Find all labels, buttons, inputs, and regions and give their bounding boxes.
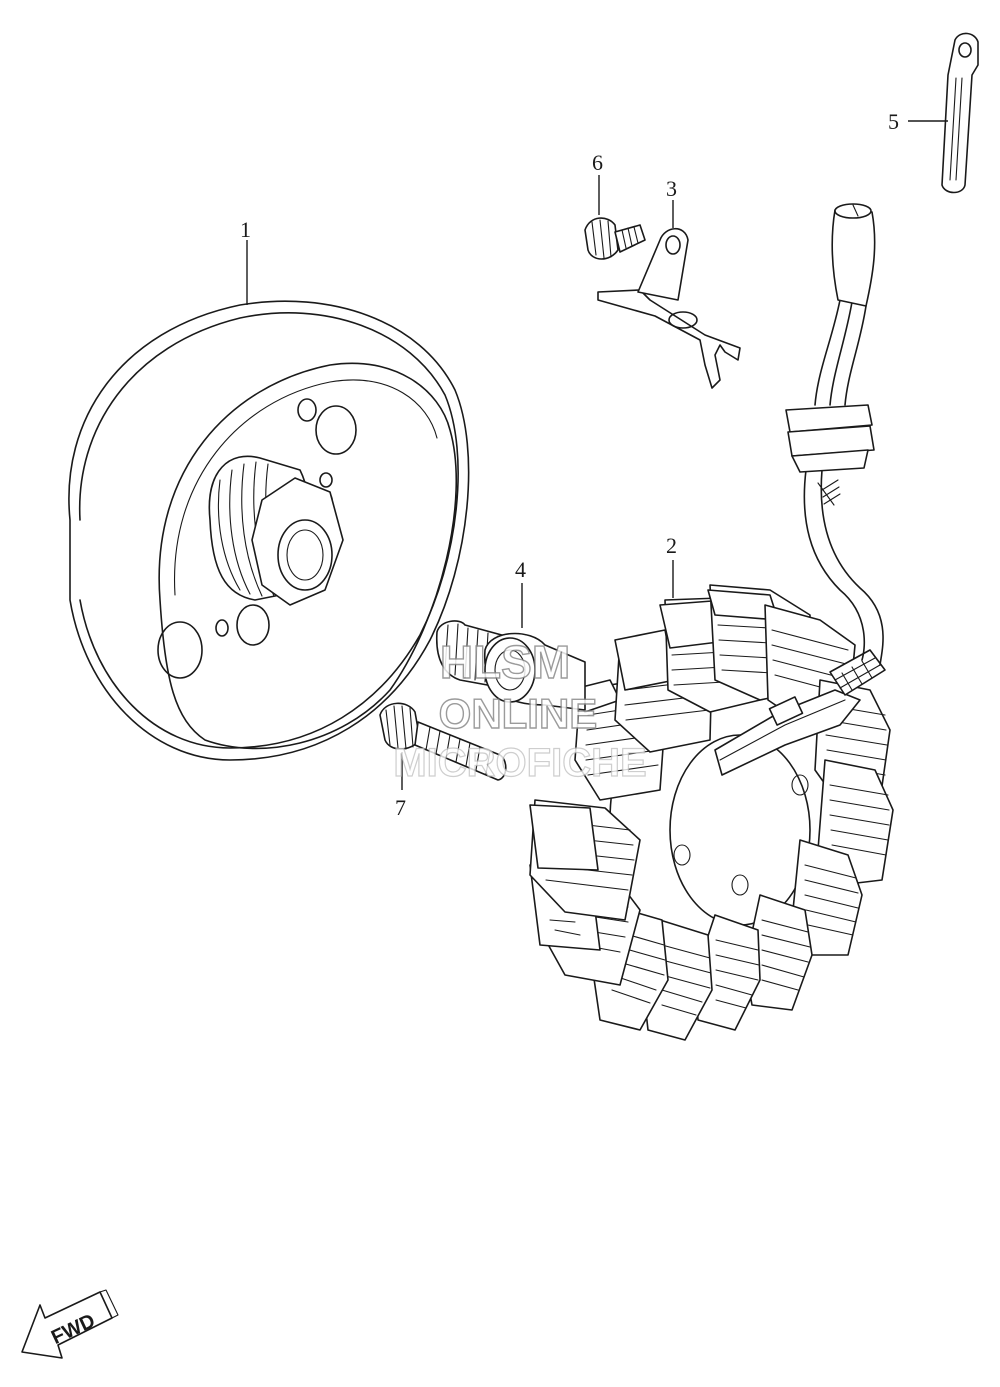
callout-3[interactable]: 3: [666, 176, 677, 201]
callout-1[interactable]: 1: [240, 217, 251, 242]
stator-coil: [791, 839, 863, 956]
part-6-screw[interactable]: [584, 217, 646, 260]
stator-wire-harness: [785, 203, 884, 666]
arrow-down-left-icon: [21, 1291, 113, 1359]
callout-2[interactable]: 2: [666, 533, 677, 558]
part-1-rotor[interactable]: [68, 300, 470, 761]
watermark-line-2: ONLINE: [439, 690, 598, 737]
part-7-bolt[interactable]: [379, 702, 507, 781]
watermark-line-3: MICROFICHE: [393, 741, 646, 785]
part-5-wire-clamp[interactable]: [941, 32, 979, 194]
callout-4[interactable]: 4: [515, 557, 526, 582]
part-2-stator[interactable]: [529, 584, 894, 1041]
watermark-line-1: HLSM: [440, 636, 570, 688]
callout-5[interactable]: 5: [888, 109, 899, 134]
part-3-clamp-bracket[interactable]: [597, 227, 741, 389]
stator-coil: [614, 629, 713, 753]
part-4-bolt[interactable]: [435, 620, 586, 711]
fwd-marker: FWD: [21, 1289, 119, 1359]
callout-6[interactable]: 6: [592, 150, 603, 175]
callout-7[interactable]: 7: [395, 795, 406, 820]
watermark: HLSM ONLINE MICROFICHE: [393, 635, 648, 785]
stator-coil: [529, 799, 641, 921]
